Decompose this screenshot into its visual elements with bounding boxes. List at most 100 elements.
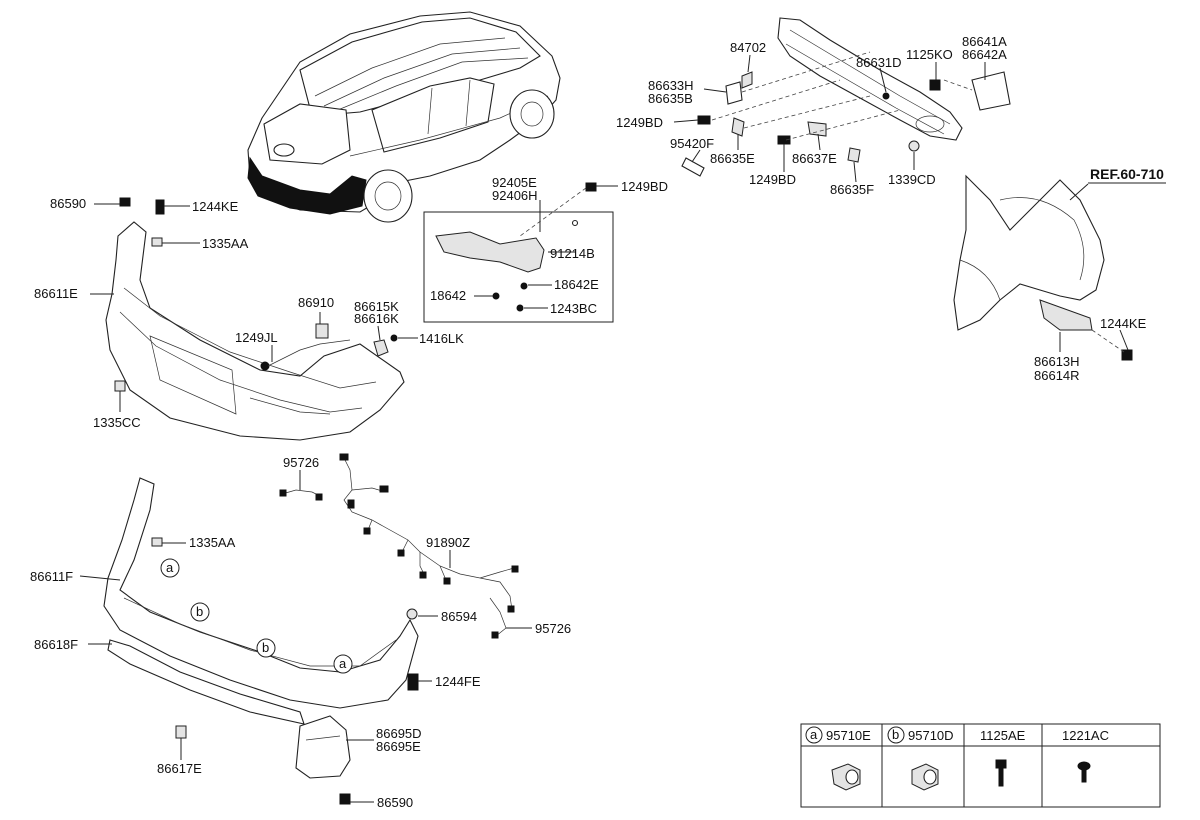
fastener-86590-top xyxy=(119,197,131,207)
clip-1416LK xyxy=(390,334,398,342)
label-1249JL: 1249JL xyxy=(235,330,278,345)
label-86614R: 86614R xyxy=(1034,368,1080,383)
label-1125KO: 1125KO xyxy=(906,47,953,62)
wiring-harness-group: 95726 91890Z 95726 xyxy=(279,453,571,639)
bracket-86615K xyxy=(373,339,389,357)
quarter-panel-group: REF.60-710 1244KE 86613H 86614R xyxy=(953,166,1166,383)
label-86641A: 86641A xyxy=(962,34,1007,49)
label-84702: 84702 xyxy=(730,40,766,55)
screw-1249BD-mid xyxy=(585,182,597,192)
reflector-lamp xyxy=(435,231,545,273)
label-1244KE-right: 1244KE xyxy=(1100,316,1147,331)
label-1249BD-mid: 1249BD xyxy=(621,179,668,194)
label-1335AA-low: 1335AA xyxy=(189,535,236,550)
label-1249BD-left: 1249BD xyxy=(616,115,663,130)
quarter-panel xyxy=(953,174,1105,331)
label-86616K: 86616K xyxy=(354,311,399,326)
callout-b-1 xyxy=(190,602,210,622)
label-92405E: 92405E xyxy=(492,175,537,190)
callout-b-2 xyxy=(256,638,276,658)
legend-header-95710D: 95710D xyxy=(908,728,954,743)
label-86611F: 86611F xyxy=(30,569,73,584)
label-86618F: 86618F xyxy=(34,637,78,652)
legend-circle-b-text: b xyxy=(892,727,899,742)
bolt-1244KE-right xyxy=(1121,349,1133,361)
callout-b-2-text: b xyxy=(262,640,269,655)
lower-bumper-group: a b b a 1335AA 86611F 86618F 86594 1244F… xyxy=(30,477,481,810)
skid-plate-86695D xyxy=(295,715,351,779)
screw-1249BD-left xyxy=(697,115,711,125)
parts-legend-table: a 95710E b 95710D 1125AE 1221AC xyxy=(800,723,1161,808)
label-1244KE-top: 1244KE xyxy=(192,199,239,214)
sensor-95710E-icon xyxy=(831,763,861,791)
callout-a-1 xyxy=(160,558,180,578)
label-86613H: 86613H xyxy=(1034,354,1080,369)
label-18642: 18642 xyxy=(430,288,466,303)
callout-a-2-text: a xyxy=(339,656,347,671)
screw-1249JL xyxy=(260,361,270,371)
label-86590-top: 86590 xyxy=(50,196,86,211)
label-86633H: 86633H xyxy=(648,78,694,93)
clip-1335AA-low xyxy=(151,537,163,547)
label-86635F: 86635F xyxy=(830,182,874,197)
vehicle-illustration xyxy=(247,11,561,223)
clip-1335CC xyxy=(114,380,126,392)
label-ref-60-710[interactable]: REF.60-710 xyxy=(1090,166,1164,182)
clip-1335AA-top xyxy=(151,237,163,247)
label-86910: 86910 xyxy=(298,295,334,310)
reflector-detail-box xyxy=(423,211,614,323)
bracket-95420F xyxy=(681,157,705,177)
callout-b-1-text: b xyxy=(196,604,203,619)
screw-1249BD-bot xyxy=(777,135,791,145)
label-86642A: 86642A xyxy=(962,47,1007,62)
label-95726-top: 95726 xyxy=(283,455,319,470)
sensor-95710D-icon xyxy=(911,763,939,791)
label-91214B: 91214B xyxy=(550,246,595,261)
label-86590-bot: 86590 xyxy=(377,795,413,810)
bracket-86635F xyxy=(847,147,861,163)
label-86695E: 86695E xyxy=(376,739,421,754)
label-91890Z: 91890Z xyxy=(426,535,470,550)
label-1416LK: 1416LK xyxy=(419,331,464,346)
nut-1339CD xyxy=(908,140,920,152)
bracket-86637E xyxy=(807,121,827,137)
label-95726-bot: 95726 xyxy=(535,621,571,636)
label-86631D: 86631D xyxy=(856,55,902,70)
bracket-84702 xyxy=(741,71,753,89)
bracket-86617E xyxy=(175,725,187,739)
label-86635B: 86635B xyxy=(648,91,693,106)
legend-header-1221AC: 1221AC xyxy=(1062,728,1109,743)
bracket-86635E xyxy=(731,117,745,137)
label-86611E: 86611E xyxy=(34,286,78,301)
label-1243BC: 1243BC xyxy=(550,301,597,316)
callout-a-1-text: a xyxy=(166,560,174,575)
label-86594: 86594 xyxy=(441,609,477,624)
label-86637E: 86637E xyxy=(792,151,837,166)
upper-bumper-group: 86590 1244KE 1335AA 86611E 1335CC 1249JL… xyxy=(34,196,464,441)
sensor-wire-95726-bot xyxy=(489,597,507,637)
legend-circle-b xyxy=(887,726,905,744)
label-1244FE: 1244FE xyxy=(435,674,481,689)
bracket-86613H xyxy=(1039,299,1093,331)
label-1335AA-top: 1335AA xyxy=(202,236,249,251)
bolt-1244FE xyxy=(407,673,419,691)
legend-circle-a-text: a xyxy=(810,727,818,742)
label-86617E: 86617E xyxy=(157,761,202,776)
fastener-1244KE-top xyxy=(155,199,165,215)
bracket-86910 xyxy=(315,323,329,339)
reflector-box-group: 92405E 92406H 1249BD 91214B 18642 18642E… xyxy=(423,175,668,323)
label-95420F: 95420F xyxy=(670,136,714,151)
clip-86594 xyxy=(406,608,418,620)
callout-a-2 xyxy=(333,654,353,674)
label-92406H: 92406H xyxy=(492,188,538,203)
sensor-wire-95726-top xyxy=(281,489,321,497)
label-18642E: 18642E xyxy=(554,277,599,292)
clip-86590-bot xyxy=(339,793,351,805)
legend-header-1125AE: 1125AE xyxy=(980,728,1026,743)
screw-1221AC-icon xyxy=(1077,761,1091,783)
rear-beam-group: 84702 86633H 86635B 1249BD 95420F 86635E… xyxy=(616,17,1011,197)
lower-lip-86618F xyxy=(107,639,305,725)
legend-circle-a xyxy=(805,726,823,744)
bumper-beam-86611F xyxy=(103,477,419,709)
